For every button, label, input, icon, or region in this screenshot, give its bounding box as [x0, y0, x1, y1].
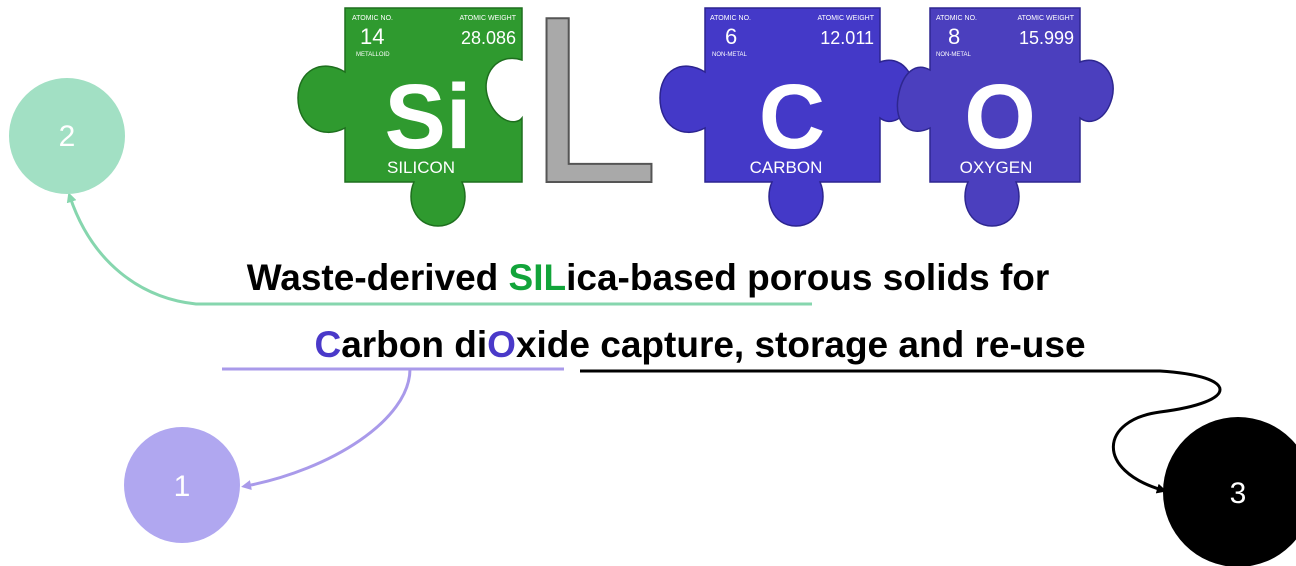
circle-3-label: 3 [1230, 477, 1247, 510]
oxygen-atomic-no: 8 [948, 24, 960, 49]
oxygen-category: NON-METAL [936, 52, 972, 58]
carbon-atomic-no-label: ATOMIC NO. [710, 15, 751, 22]
oxygen-symbol: O [964, 66, 1036, 168]
oxygen-atomic-weight: 15.999 [1019, 28, 1074, 48]
circle-3[interactable]: 3 [1163, 417, 1296, 566]
connector-line-green [66, 192, 812, 306]
connector-line-black [580, 369, 1222, 494]
highlight-sil: SIL [509, 257, 567, 298]
silicon-atomic-weight-label: ATOMIC WEIGHT [459, 15, 516, 22]
silicon-atomic-no: 14 [360, 24, 384, 49]
connector-line-purple [222, 367, 564, 486]
carbon-atomic-no: 6 [725, 24, 737, 49]
silicon-symbol: Si [385, 66, 472, 168]
puzzle-piece-silicon-shape [297, 7, 523, 227]
oxygen-name: OXYGEN [960, 158, 1033, 177]
logo: ATOMIC NO. ATOMIC WEIGHT 14 28.086 METAL… [297, 0, 1114, 234]
silicon-name: SILICON [387, 158, 455, 177]
title-line-1: Waste-derived SILica-based porous solids… [247, 257, 1050, 298]
silicon-atomic-weight: 28.086 [461, 28, 516, 48]
carbon-category: NON-METAL [712, 52, 748, 58]
oxygen-atomic-weight-label: ATOMIC WEIGHT [1017, 15, 1074, 22]
silicon-category: METALLOID [356, 52, 390, 58]
carbon-atomic-weight: 12.011 [820, 28, 874, 48]
circle-2[interactable]: 2 [9, 78, 125, 194]
carbon-atomic-weight-label: ATOMIC WEIGHT [817, 15, 874, 22]
silicon-atomic-no-label: ATOMIC NO. [352, 15, 393, 22]
carbon-name: CARBON [750, 158, 823, 177]
puzzle-piece-silicon: ATOMIC NO. ATOMIC WEIGHT 14 28.086 METAL… [297, 7, 523, 227]
circle-2-label: 2 [59, 120, 76, 153]
highlight-c: C [314, 324, 341, 365]
letter-l: L [527, 0, 659, 233]
circle-1[interactable]: 1 [124, 427, 240, 543]
oxygen-atomic-no-label: ATOMIC NO. [936, 15, 977, 22]
puzzle-piece-oxygen: ATOMIC NO. ATOMIC WEIGHT 8 15.999 NON-ME… [896, 7, 1114, 227]
puzzle-piece-oxygen-shape [896, 7, 1114, 227]
carbon-symbol: C [759, 66, 825, 168]
connectors [66, 192, 1222, 494]
title-line-2: Carbon diOxide capture, storage and re-u… [314, 324, 1085, 365]
circle-1-label: 1 [174, 470, 191, 503]
highlight-o: O [487, 324, 516, 365]
puzzle-piece-carbon: ATOMIC NO. ATOMIC WEIGHT 6 12.011 NON-ME… [659, 7, 914, 227]
